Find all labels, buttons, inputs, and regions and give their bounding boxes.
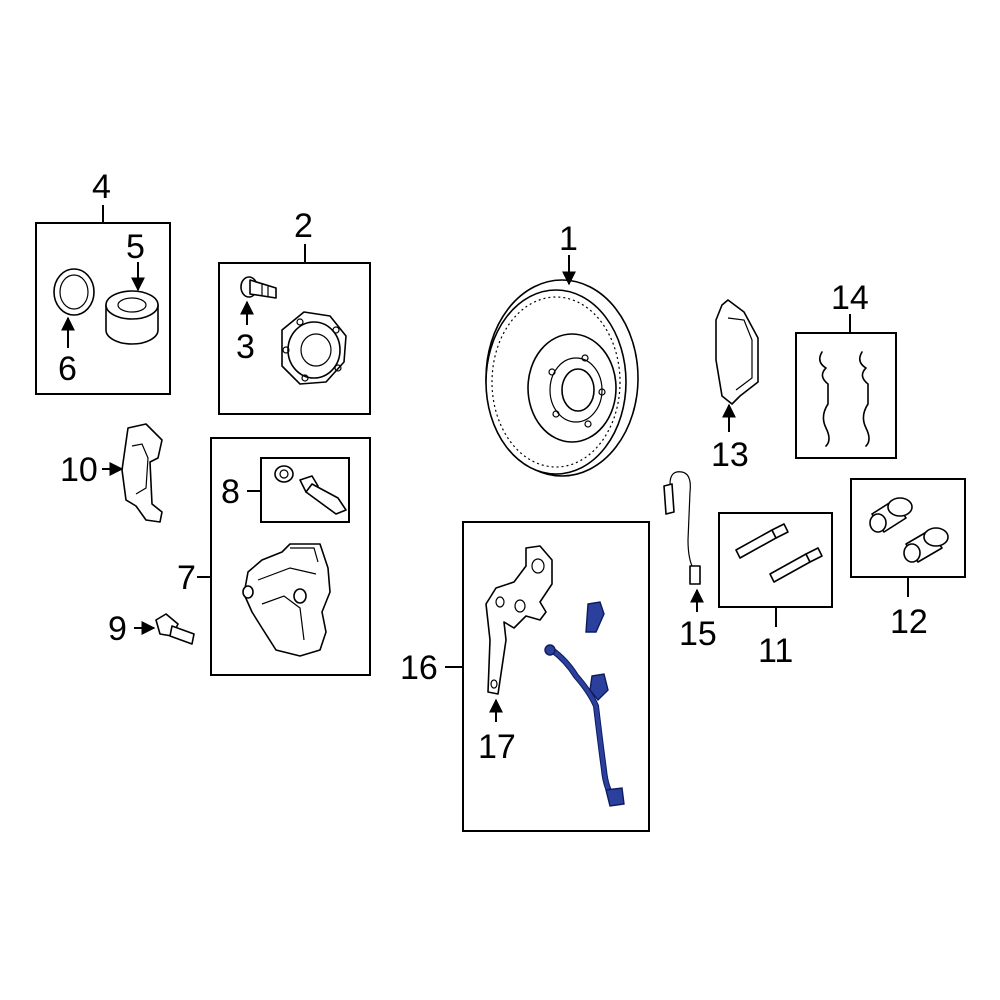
callout-7[interactable]: 7 (177, 559, 196, 597)
callout-8[interactable]: 8 (221, 473, 240, 511)
callout-10[interactable]: 10 (60, 451, 98, 489)
callout-1[interactable]: 1 (559, 220, 578, 258)
pin-boot-2 (903, 527, 949, 563)
pin-boots-box (850, 478, 966, 578)
pad-wear-sensor-part[interactable] (663, 471, 701, 585)
hub-box (218, 262, 371, 415)
brake-caliper-part[interactable] (242, 543, 331, 657)
abs-sensor-wire-part[interactable] (544, 644, 625, 807)
callout-15[interactable]: 15 (679, 615, 717, 653)
guide-pin-2-tip (805, 547, 823, 563)
wheel-stud-part[interactable] (240, 276, 277, 299)
callout-13[interactable]: 13 (711, 436, 749, 474)
callout-3[interactable]: 3 (236, 328, 255, 366)
pad-clip-left (818, 351, 830, 447)
sensor-bracket-part[interactable] (485, 545, 553, 695)
wheel-bearing-part[interactable] (105, 290, 159, 345)
bracket-bolt-part[interactable] (155, 613, 195, 645)
snap-ring-part[interactable] (53, 268, 95, 316)
guide-pin-boot-part[interactable] (274, 465, 294, 483)
guide-pin-1-tip (771, 523, 789, 539)
callout-9[interactable]: 9 (108, 610, 127, 648)
callout-14[interactable]: 14 (831, 279, 869, 317)
bearing-kit-group[interactable]: 4 6 5 (35, 168, 171, 395)
pin-boot-1 (869, 497, 913, 533)
abs-sensor-box (462, 521, 650, 832)
callout-17[interactable]: 17 (478, 728, 516, 766)
guide-pin-2 (769, 553, 811, 583)
callout-6[interactable]: 6 (58, 350, 77, 388)
callout-4[interactable]: 4 (92, 168, 111, 206)
abs-sensor-group[interactable]: 16 17 (400, 521, 650, 832)
callout-12[interactable]: 12 (890, 603, 928, 641)
callout-16[interactable]: 16 (400, 649, 438, 687)
caliper-group[interactable]: 7 8 (177, 437, 371, 676)
callout-5[interactable]: 5 (126, 228, 145, 266)
pad-clips-box (795, 332, 897, 459)
pad-clip-right (858, 351, 870, 447)
pin-boots-group[interactable]: 12 (850, 478, 966, 641)
bleeder-screw-part[interactable] (299, 475, 347, 515)
callout-2[interactable]: 2 (294, 207, 313, 245)
guide-pins-group[interactable]: 11 (718, 512, 833, 670)
brake-pad-part[interactable] (715, 299, 759, 405)
abs-sensor-connector-part[interactable] (585, 601, 605, 633)
callout-11[interactable]: 11 (758, 632, 793, 670)
hub-group[interactable]: 2 3 (218, 207, 371, 415)
caliper-box (210, 437, 371, 676)
guide-pin-1 (735, 529, 777, 559)
wheel-hub-part[interactable] (281, 311, 347, 385)
caliper-bracket-part[interactable] (121, 423, 163, 523)
pad-clips-group[interactable]: 14 (795, 279, 897, 459)
brake-rotor-part[interactable] (485, 279, 639, 477)
